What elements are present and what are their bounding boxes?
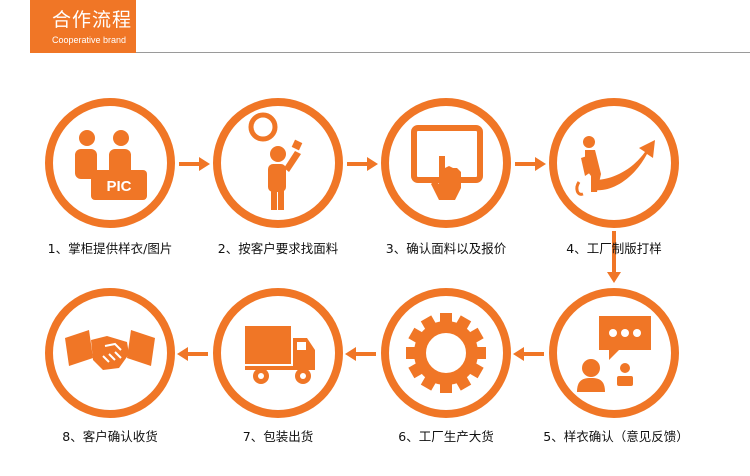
step-1-circle: PIC [43,96,177,230]
step-7-label: 7、包装出货 [242,429,314,444]
arrow-right-icon [515,157,546,171]
step-4-label: 4、工厂制版打样 [566,241,662,256]
handshake-icon [45,288,175,418]
page-subtitle: Cooperative brand [52,35,127,45]
step-8-label: 8、客户确认收货 [62,429,158,444]
gear-icon [381,288,511,418]
touch-screen-icon [381,98,511,228]
step-6-circle [379,286,513,420]
truck-icon [213,288,343,418]
step-4-circle [547,96,681,230]
step-2-circle [211,96,345,230]
arrow-left-icon [177,347,208,361]
step-8-circle [43,286,177,420]
arrow-left-icon [513,347,544,361]
header-divider [136,52,750,53]
arrow-right-icon [347,157,378,171]
feedback-chat-icon [549,288,679,418]
svg-text:PIC: PIC [106,178,131,195]
person-pull-growth-icon [549,98,679,228]
header-tab: 合作流程 Cooperative brand [30,0,136,53]
step-3-label: 3、确认面料以及报价 [385,241,507,256]
people-pic-icon: PIC [45,98,175,228]
step-7-circle [211,286,345,420]
step-3-circle [379,96,513,230]
arrow-left-icon [345,347,376,361]
arrow-right-icon [179,157,210,171]
page-title: 合作流程 [52,9,133,31]
person-idea-icon [213,98,343,228]
step-1-label: 1、掌柜提供样衣/图片 [47,241,173,256]
step-6-label: 6、工厂生产大货 [398,429,494,444]
step-5-label: 5、样衣确认（意见反馈） [543,429,689,444]
arrow-down-icon [607,231,621,283]
step-5-circle [547,286,681,420]
step-2-label: 2、按客户要求找面料 [217,241,339,256]
